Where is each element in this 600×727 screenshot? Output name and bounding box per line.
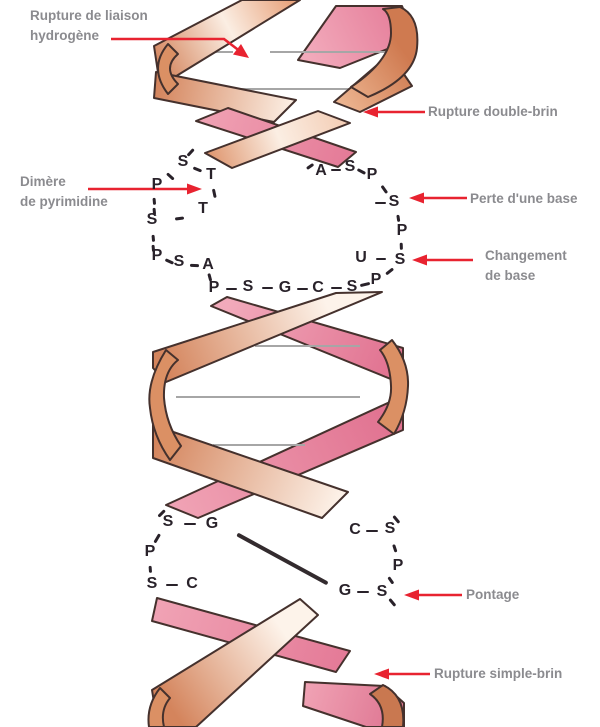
label-line: Perte d'une base <box>470 191 578 206</box>
arrow-base-loss <box>409 192 467 204</box>
ribbon-front-band <box>151 598 319 727</box>
label-line: Pontage <box>466 587 520 602</box>
ribbon-fold-right <box>377 339 410 435</box>
label-double-strand-break: Rupture double-brin <box>428 102 558 122</box>
label-line: Rupture double-brin <box>428 104 558 119</box>
arrow-double-strand-break <box>363 106 425 118</box>
label-base-loss: Perte d'une base <box>470 189 578 209</box>
arrow-hydrogen-bond-break <box>111 37 249 58</box>
ribbon-front-band <box>152 424 349 519</box>
helix-top-section <box>153 0 419 123</box>
ribbon-front-band <box>153 0 301 87</box>
ribbon-front-band <box>204 110 351 169</box>
label-hydrogen-bond-break: Rupture de liaison hydrogène <box>30 6 148 46</box>
label-line: Rupture simple-brin <box>434 666 563 681</box>
label-base-change: Changement de base <box>485 246 567 286</box>
helix-middle-section <box>148 291 410 519</box>
helix-bottom-section <box>147 597 405 727</box>
label-crosslink: Pontage <box>466 585 519 605</box>
arrow-crosslink <box>404 589 462 601</box>
arrow-base-change <box>412 254 473 266</box>
annotation-arrows <box>88 37 473 680</box>
label-line: Dimère <box>20 174 66 189</box>
arrow-pyrimidine-dimer <box>88 183 202 195</box>
label-line: Changement <box>485 248 567 263</box>
label-line: hydrogène <box>30 28 100 43</box>
ribbon-fold-left <box>157 43 179 95</box>
ribbon-fold-left <box>148 349 182 461</box>
ribbon-fold-left <box>147 687 171 727</box>
label-pyrimidine-dimer: Dimère de pyrimidine <box>20 172 108 212</box>
base-pair-lines <box>176 345 360 446</box>
label-line: de base <box>485 268 536 283</box>
helix-crossing-arms <box>195 107 357 169</box>
label-single-strand-break: Rupture simple-brin <box>434 664 562 684</box>
ribbon-fold-right <box>350 6 419 98</box>
ribbon-front-band <box>153 71 297 123</box>
label-line: de pyrimidine <box>20 194 108 209</box>
ribbon-fold-right <box>369 684 405 727</box>
label-line: Rupture de liaison <box>30 8 148 23</box>
arrow-single-strand-break <box>374 668 430 680</box>
